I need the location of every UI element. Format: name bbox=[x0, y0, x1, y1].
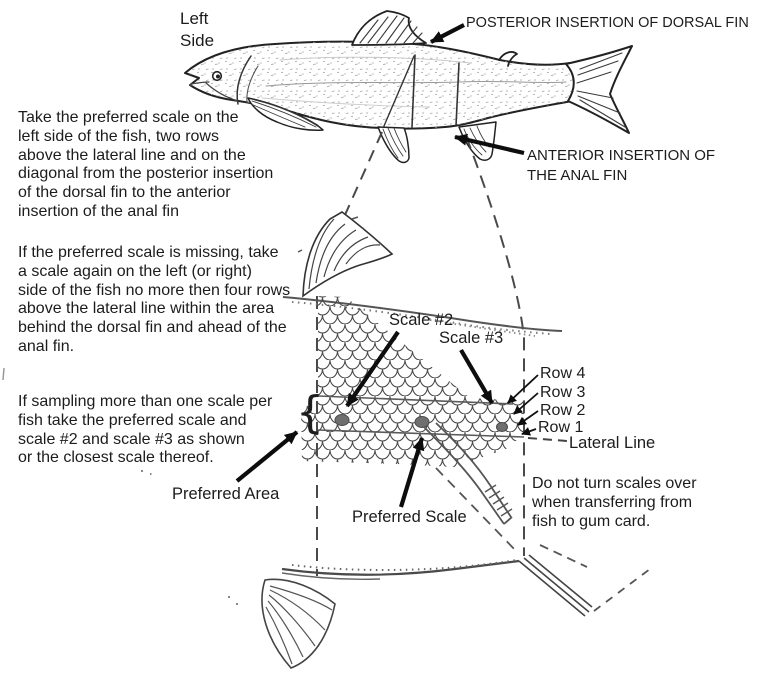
magnified-belly-line bbox=[281, 559, 520, 576]
fin-fragment-dashdot-marks bbox=[297, 216, 364, 253]
scale2-dot bbox=[334, 414, 350, 426]
row-arrows bbox=[507, 374, 539, 436]
row1-label: Row 1 bbox=[538, 419, 584, 436]
projection-right bbox=[465, 135, 525, 556]
row2-arrow bbox=[517, 410, 539, 426]
gill-cover-line bbox=[236, 55, 252, 105]
magnified-belly-line2 bbox=[281, 572, 381, 581]
gill-cover-line2 bbox=[246, 65, 259, 104]
fish-eye-pupil bbox=[216, 74, 220, 79]
jaw-line bbox=[190, 81, 239, 102]
row3-arrow bbox=[513, 392, 539, 415]
instruction-paragraph-2: If the preferred scale is missing, take … bbox=[18, 244, 291, 355]
fish-body-texture bbox=[185, 41, 576, 129]
small-specks bbox=[141, 470, 238, 605]
left-side-label: Left Side bbox=[180, 9, 215, 50]
instruction-paragraph-1: Take the preferred scale on the left sid… bbox=[18, 109, 274, 220]
body-sketch-streak2 bbox=[261, 97, 429, 108]
anterior-insertion-label: ANTERIOR INSERTION OF THE ANAL FIN bbox=[527, 147, 716, 184]
dash-upper bbox=[539, 544, 588, 568]
lateral-line-leader bbox=[527, 437, 568, 442]
section-line-rear bbox=[455, 62, 460, 127]
magnified-back-stipple2 bbox=[429, 319, 536, 337]
adipose-fin bbox=[498, 51, 518, 67]
preferred-area-label: Preferred Area bbox=[172, 485, 280, 503]
pullout-dashed-diagonal bbox=[435, 467, 519, 554]
diagonal-line bbox=[383, 55, 415, 127]
tail-fin bbox=[565, 45, 633, 134]
row1-arrow bbox=[521, 427, 537, 436]
magnified-dorsal-fin-fragment bbox=[302, 211, 394, 298]
instruction-paragraph-3: If sampling more than one scale per fish… bbox=[18, 393, 273, 467]
preferred-area-arrow bbox=[235, 430, 299, 483]
anterior-arrow bbox=[454, 133, 525, 156]
lateral-line-solid bbox=[317, 429, 525, 438]
thick-arrows bbox=[235, 23, 525, 508]
tail-fin-rays bbox=[576, 52, 626, 128]
left-margin-mark bbox=[2, 367, 5, 381]
preferred-scale-arrow bbox=[398, 437, 425, 508]
fish-illustration bbox=[184, 10, 633, 164]
scale3-label: Scale #3 bbox=[439, 329, 504, 347]
row4-arrow bbox=[507, 374, 539, 404]
scale3-arrow bbox=[459, 348, 494, 405]
lateral-line-label: Lateral Line bbox=[569, 434, 656, 452]
magnified-dorsal-fin-rays bbox=[308, 218, 381, 290]
scale2-arrow bbox=[345, 330, 400, 408]
pelvic-fin-rays bbox=[382, 127, 407, 159]
magnified-belly-stipple bbox=[291, 559, 517, 571]
dorsal-fin-rays bbox=[359, 15, 423, 44]
dash-dot-right bbox=[593, 565, 655, 612]
preferred-scale-dot bbox=[414, 416, 430, 428]
scale2-label: Scale #2 bbox=[389, 311, 454, 329]
row3-label: Row 3 bbox=[540, 384, 586, 401]
preferred-area-brace: { bbox=[296, 387, 324, 438]
preferred-scale-label: Preferred Scale bbox=[352, 508, 467, 526]
dorsal-fin bbox=[351, 10, 427, 46]
pullout-band bbox=[423, 422, 513, 525]
do-not-turn-note: Do not turn scales over when transferrin… bbox=[532, 475, 697, 530]
anal-fin-edge-lines bbox=[518, 554, 593, 617]
row2-label: Row 2 bbox=[540, 402, 586, 419]
row4-label: Row 4 bbox=[540, 365, 586, 382]
lateral-line-on-fish bbox=[265, 80, 567, 87]
scale3-dot bbox=[496, 422, 508, 432]
posterior-arrow bbox=[430, 23, 465, 44]
body-sketch-streak1 bbox=[279, 56, 471, 64]
magnified-view bbox=[2, 211, 655, 669]
scales-region bbox=[301, 296, 524, 467]
posterior-insertion-label: POSTERIOR INSERTION OF DORSAL FIN bbox=[466, 15, 749, 31]
magnified-pelvic-fin-rays bbox=[265, 585, 333, 665]
section-line-front bbox=[411, 54, 416, 128]
pectoral-fin-rays bbox=[250, 99, 320, 128]
